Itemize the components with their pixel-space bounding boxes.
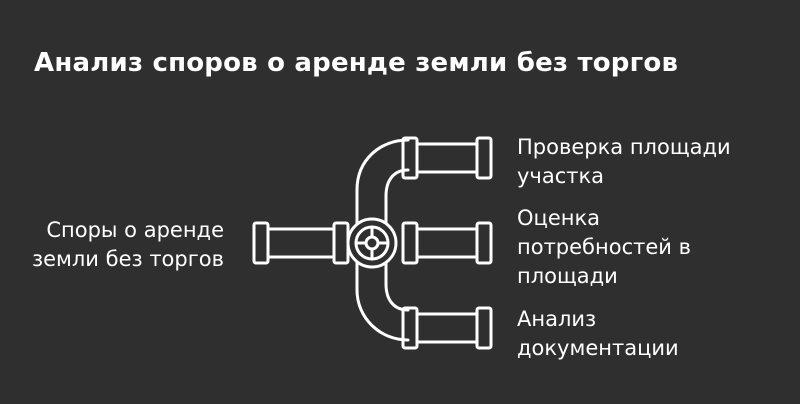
valve-icon (346, 217, 398, 269)
output-label-1: Проверка площади участка (517, 133, 731, 191)
output-pipe-middle (401, 221, 493, 265)
output-label-3: Анализ документации (517, 305, 679, 363)
output-2-line-3: площади (517, 264, 618, 288)
input-pipe (252, 221, 350, 265)
output-2-line-2: потребностей в (517, 235, 691, 259)
output-1-line-1: Проверка площади (517, 135, 731, 159)
input-label-line-2: земли без торгов (31, 247, 224, 271)
output-2-line-1: Оценка (517, 206, 601, 230)
input-label: Споры о аренде земли без торгов (32, 216, 224, 274)
output-3-line-2: документации (517, 336, 679, 360)
output-1-line-2: участка (517, 164, 605, 188)
output-label-2: Оценка потребностей в площади (517, 204, 691, 291)
output-pipe-top (401, 136, 493, 180)
output-3-line-1: Анализ (517, 307, 597, 331)
diagram-title: Анализ споров о аренде земли без торгов (34, 48, 679, 78)
input-label-line-1: Споры о аренде (46, 218, 224, 242)
output-pipe-bottom (401, 306, 493, 350)
